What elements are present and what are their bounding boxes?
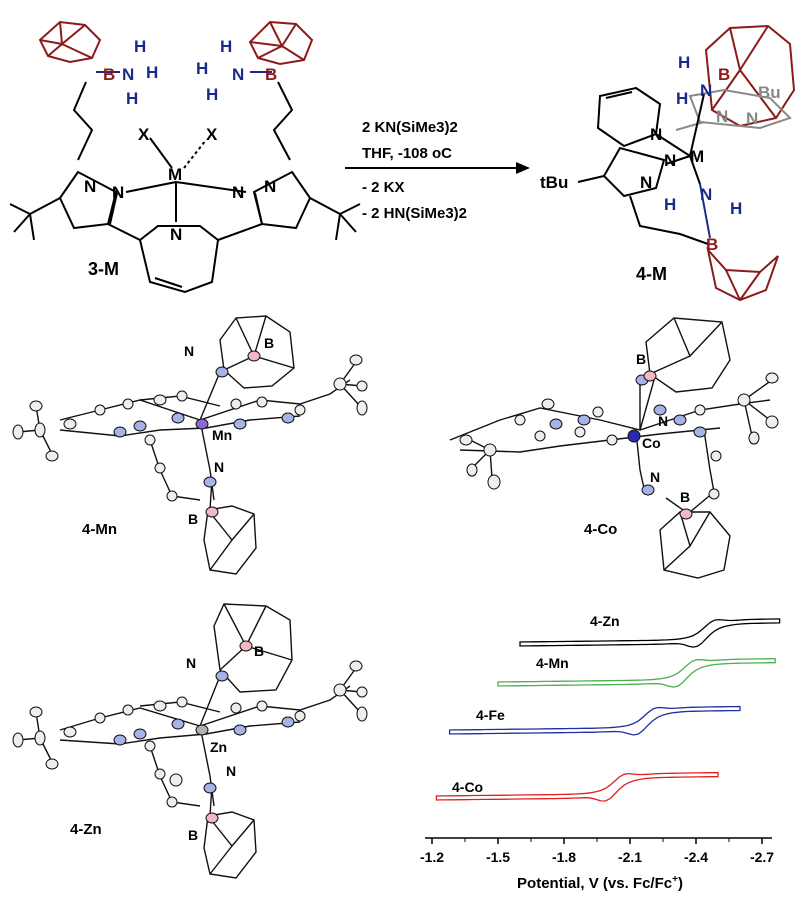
zn-n-label-bottom: N — [226, 763, 236, 779]
label-4zn: 4-Zn — [70, 821, 102, 838]
x-axis-label: Potential, V (vs. Fc/Fc+) — [517, 874, 683, 892]
pz-n1-left: N — [84, 177, 96, 196]
x-ligand-left: X — [138, 125, 150, 144]
cv-series-label: 4-Zn — [590, 613, 620, 629]
co-b-label-top: B — [636, 351, 646, 367]
cv-trace — [448, 705, 741, 736]
product-metal: M — [690, 147, 704, 166]
pz-n1-right: N — [264, 177, 276, 196]
cv-series-label: 4-Mn — [536, 655, 569, 671]
co-n-label-top: N — [658, 413, 668, 429]
right-h3: H — [206, 85, 218, 104]
cv-curves: 4-Zn 4-Mn 4-Fe 4-Co — [435, 613, 781, 802]
product-structure — [577, 24, 796, 245]
left-h1: H — [134, 37, 146, 56]
zn-b-label-top: B — [254, 643, 264, 659]
condition-byproduct1: - 2 KX — [362, 179, 405, 196]
product-back-n2: N — [746, 109, 758, 128]
product-top-h2: H — [676, 89, 688, 108]
reactant-label: 3-M — [88, 259, 119, 279]
x-tick-label: -2.7 — [750, 849, 774, 865]
product-pz-n2: N — [640, 173, 652, 192]
x-tick-label: -1.2 — [420, 849, 444, 865]
cv-series-label: 4-Fe — [476, 707, 505, 723]
left-boron-atom: B — [103, 65, 115, 84]
x-tick-label: -2.1 — [618, 849, 642, 865]
label-4co: 4-Co — [584, 521, 617, 538]
ortep-4zn — [12, 603, 368, 879]
mn-b-label-top: B — [264, 335, 274, 351]
left-9bbn-cage — [38, 20, 102, 64]
cv-trace — [497, 658, 776, 688]
product-bottom-h2: H — [730, 199, 742, 218]
product-label: 4-M — [636, 264, 667, 284]
condition-byproduct2: - 2 HN(SiMe3)2 — [362, 205, 467, 222]
product-top-n: N — [700, 81, 712, 100]
pz-n2-right: N — [232, 183, 244, 202]
x-tick-label: -2.4 — [684, 849, 708, 865]
co-n-label-bottom: N — [650, 469, 660, 485]
product-top-boron: B — [718, 65, 730, 84]
x-tick-label: -1.8 — [552, 849, 576, 865]
zn-metal-label: Zn — [210, 739, 227, 755]
co-b-label-bottom: B — [680, 489, 690, 505]
product-pz-n1: N — [664, 151, 676, 170]
mn-n-label-top: N — [184, 343, 194, 359]
product-bottom-n: N — [700, 185, 712, 204]
pyridine-n: N — [170, 225, 182, 244]
product-bottom-boron: B — [706, 235, 718, 254]
product-bu-partial: Bu — [758, 83, 781, 102]
x-tick-label: -1.5 — [486, 849, 510, 865]
right-h2: H — [196, 59, 208, 78]
zn-n-label-top: N — [186, 655, 196, 671]
pz-n2-left: N — [112, 183, 124, 202]
cv-chart: -1.2 -1.5 -1.8 -2.1 -2.4 -2.7 4-Zn 4-Mn 4-Fe 4-C… — [420, 613, 781, 892]
reactant-structure — [9, 20, 361, 294]
right-nh-nitrogen: N — [232, 65, 244, 84]
product-pyridine-n: N — [650, 125, 662, 144]
right-boron-atom: B — [265, 65, 277, 84]
product-top-h: H — [678, 53, 690, 72]
x-ligand-right: X — [206, 125, 218, 144]
label-4mn: 4-Mn — [82, 521, 117, 538]
reaction-arrow — [345, 162, 530, 174]
right-9bbn-cage — [248, 20, 314, 66]
cv-trace — [519, 618, 781, 648]
right-h1: H — [220, 37, 232, 56]
product-back-n1: N — [716, 107, 728, 126]
left-h2: H — [146, 63, 158, 82]
mn-b-label-bottom: B — [188, 511, 198, 527]
cv-series-label: 4-Co — [452, 779, 483, 795]
zn-b-label-bottom: B — [188, 827, 198, 843]
product-tbu: tBu — [540, 173, 568, 192]
left-nh-nitrogen: N — [122, 65, 134, 84]
mn-metal-label: Mn — [212, 427, 232, 443]
metal-center: M — [168, 165, 182, 184]
left-h3: H — [126, 89, 138, 108]
ortep-4co — [449, 317, 779, 579]
ortep-4mn — [12, 315, 368, 575]
mn-n-label-bottom: N — [214, 459, 224, 475]
product-bottom-9bbn — [706, 246, 779, 302]
condition-solvent-temp: THF, -108 oC — [362, 145, 452, 162]
cv-trace — [435, 771, 719, 802]
product-bottom-h1: H — [664, 195, 676, 214]
co-metal-label: Co — [642, 435, 661, 451]
x-axis-ticks: -1.2 -1.5 -1.8 -2.1 -2.4 -2.7 — [420, 838, 774, 865]
condition-reagent: 2 KN(SiMe3)2 — [362, 119, 458, 136]
